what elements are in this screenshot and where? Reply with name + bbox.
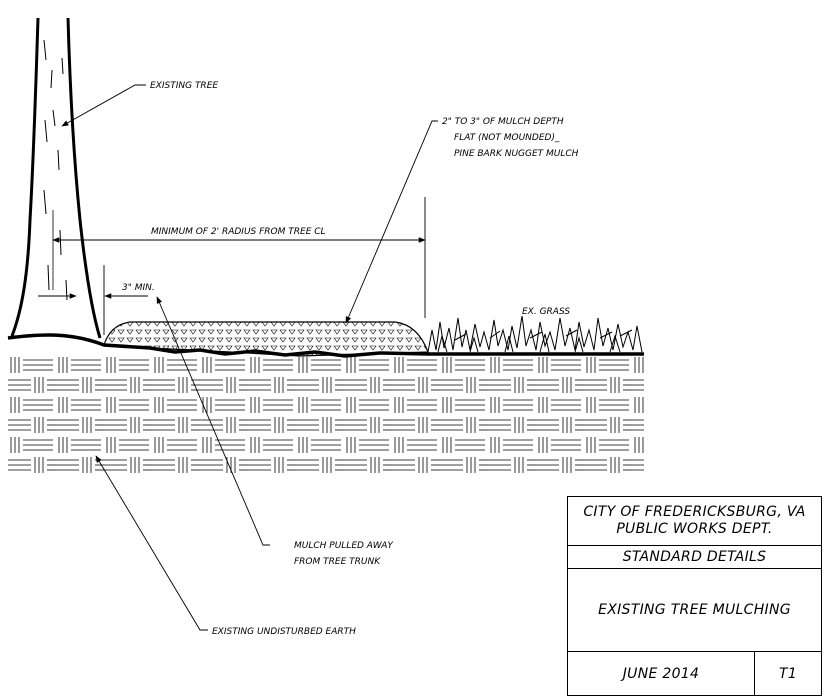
title-block-footer: JUNE 2014 T1	[568, 652, 821, 695]
ground-line	[7, 333, 644, 358]
detail-title: EXISTING TREE MULCHING	[598, 602, 791, 618]
label-radius-dimension: MINIMUM OF 2' RADIUS FROM TREE CL	[151, 227, 326, 237]
agency-department: PUBLIC WORKS DEPT.	[616, 521, 773, 537]
sheet-number: T1	[778, 665, 798, 682]
label-mulch-depth-1: 2" TO 3" OF MULCH DEPTH	[442, 117, 564, 127]
existing-tree-trunk	[10, 17, 102, 339]
leader-mulch-depth	[345, 120, 438, 324]
min-clearance-dimension	[38, 265, 148, 335]
leader-existing-tree	[61, 84, 146, 127]
label-mulch-depth-2: FLAT (NOT MOUNDED)_	[454, 133, 560, 143]
title-block-detail: EXISTING TREE MULCHING	[568, 569, 821, 652]
title-block-agency: CITY OF FREDERICKSBURG, VA PUBLIC WORKS …	[568, 497, 821, 546]
label-undisturbed-earth: EXISTING UNDISTURBED EARTH	[212, 627, 356, 637]
label-mulch-pulled-1: MULCH PULLED AWAY	[294, 541, 394, 551]
label-existing-tree: EXISTING TREE	[150, 81, 218, 91]
label-mulch-depth-3: PINE BARK NUGGET MULCH	[454, 149, 579, 159]
undisturbed-earth-hatch	[8, 355, 644, 475]
agency-name: CITY OF FREDERICKSBURG, VA	[583, 504, 806, 520]
title-block: CITY OF FREDERICKSBURG, VA PUBLIC WORKS …	[567, 496, 822, 696]
leader-lines	[61, 84, 438, 631]
detail-date: JUNE 2014	[568, 652, 755, 695]
leader-undisturbed-earth	[95, 455, 208, 631]
label-ex-grass: EX. GRASS	[522, 307, 570, 317]
leader-mulch-pulled	[156, 296, 270, 546]
series-name: STANDARD DETAILS	[622, 549, 767, 565]
title-block-series: STANDARD DETAILS	[568, 546, 821, 569]
label-mulch-pulled-2: FROM TREE TRUNK	[294, 557, 381, 567]
label-min-clearance: 3" MIN.	[122, 283, 155, 293]
radius-dimension	[52, 197, 426, 318]
existing-grass	[427, 315, 643, 353]
